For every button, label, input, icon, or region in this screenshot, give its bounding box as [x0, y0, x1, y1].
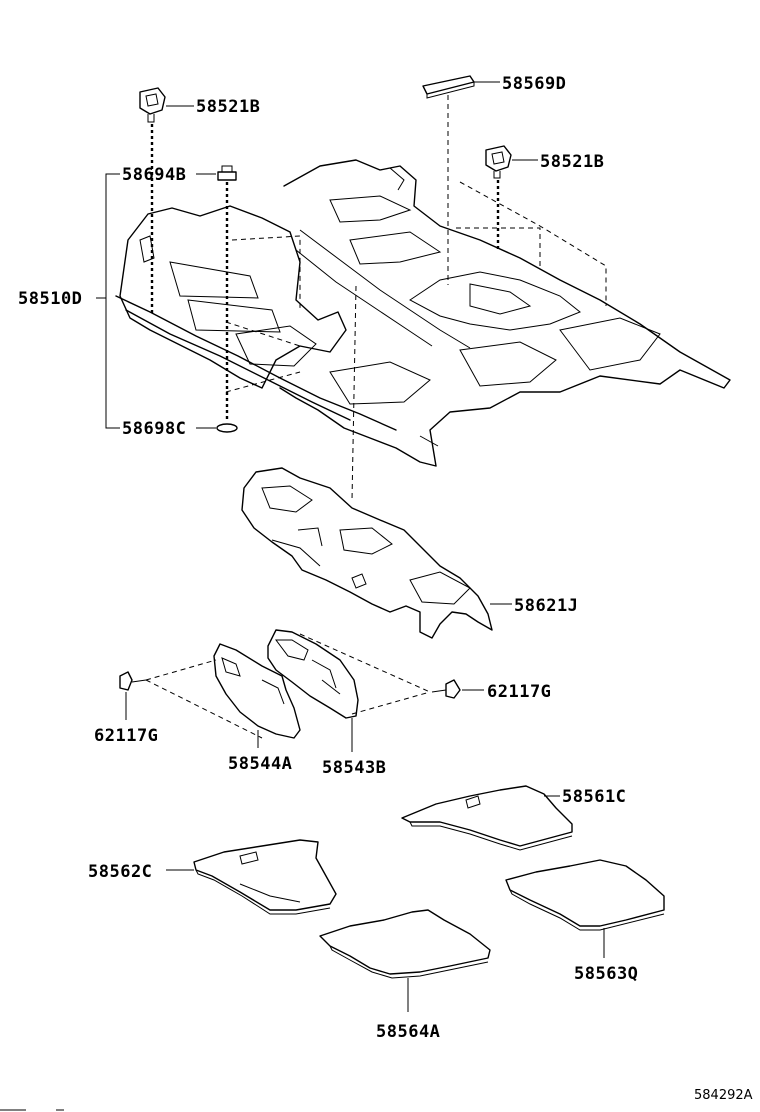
- screw-guide-2: [145, 679, 263, 739]
- label-58698C: 58698C: [122, 419, 186, 439]
- panel-58544A: [213, 643, 301, 739]
- bracket-58510D: [105, 173, 120, 429]
- label-58510D: 58510D: [18, 289, 82, 309]
- panel-58543B: [267, 629, 359, 719]
- label-62117G-left: 62117G: [94, 726, 158, 746]
- clip-58521B-right: [485, 145, 512, 179]
- label-58521B-top: 58521B: [196, 97, 260, 117]
- clip-58521B-top: [139, 87, 166, 123]
- mat-58564A: [319, 909, 491, 979]
- outline-guide-4: [459, 181, 607, 306]
- center-guide-line: [351, 285, 357, 501]
- label-58694B: 58694B: [122, 165, 186, 185]
- mat-58563Q: [505, 859, 665, 931]
- label-62117G-right: 62117G: [487, 682, 551, 702]
- outline-guide-5: [456, 227, 541, 270]
- label-58569D: 58569D: [502, 74, 566, 94]
- screw-guide-1: [145, 659, 217, 681]
- outline-guide-2: [225, 321, 301, 347]
- outline-guide-3: [225, 371, 301, 393]
- label-58562C: 58562C: [88, 862, 152, 882]
- fastener-58694B: [217, 165, 237, 181]
- plate-58569D: [422, 75, 475, 99]
- label-58564A: 58564A: [376, 1022, 440, 1042]
- label-58544A: 58544A: [228, 754, 292, 774]
- label-58563Q: 58563Q: [574, 964, 638, 984]
- diagram-reference-code: 584292A: [694, 1088, 753, 1103]
- label-58561C: 58561C: [562, 787, 626, 807]
- label-58543B: 58543B: [322, 758, 386, 778]
- mat-58562C: [193, 839, 337, 915]
- mat-58561C: [401, 785, 573, 851]
- screw-62117G-left: [119, 671, 147, 691]
- washer-58698C: [216, 423, 238, 433]
- screw-guide-3: [299, 633, 431, 693]
- screw-62117G-right: [431, 679, 461, 699]
- screw-guide-4: [351, 691, 431, 715]
- label-58521B-right: 58521B: [540, 152, 604, 172]
- outline-guide-1: [231, 235, 301, 310]
- label-58621J: 58621J: [514, 596, 578, 616]
- floor-carpet-58510D: [115, 159, 731, 467]
- silencer-58621J: [241, 467, 493, 639]
